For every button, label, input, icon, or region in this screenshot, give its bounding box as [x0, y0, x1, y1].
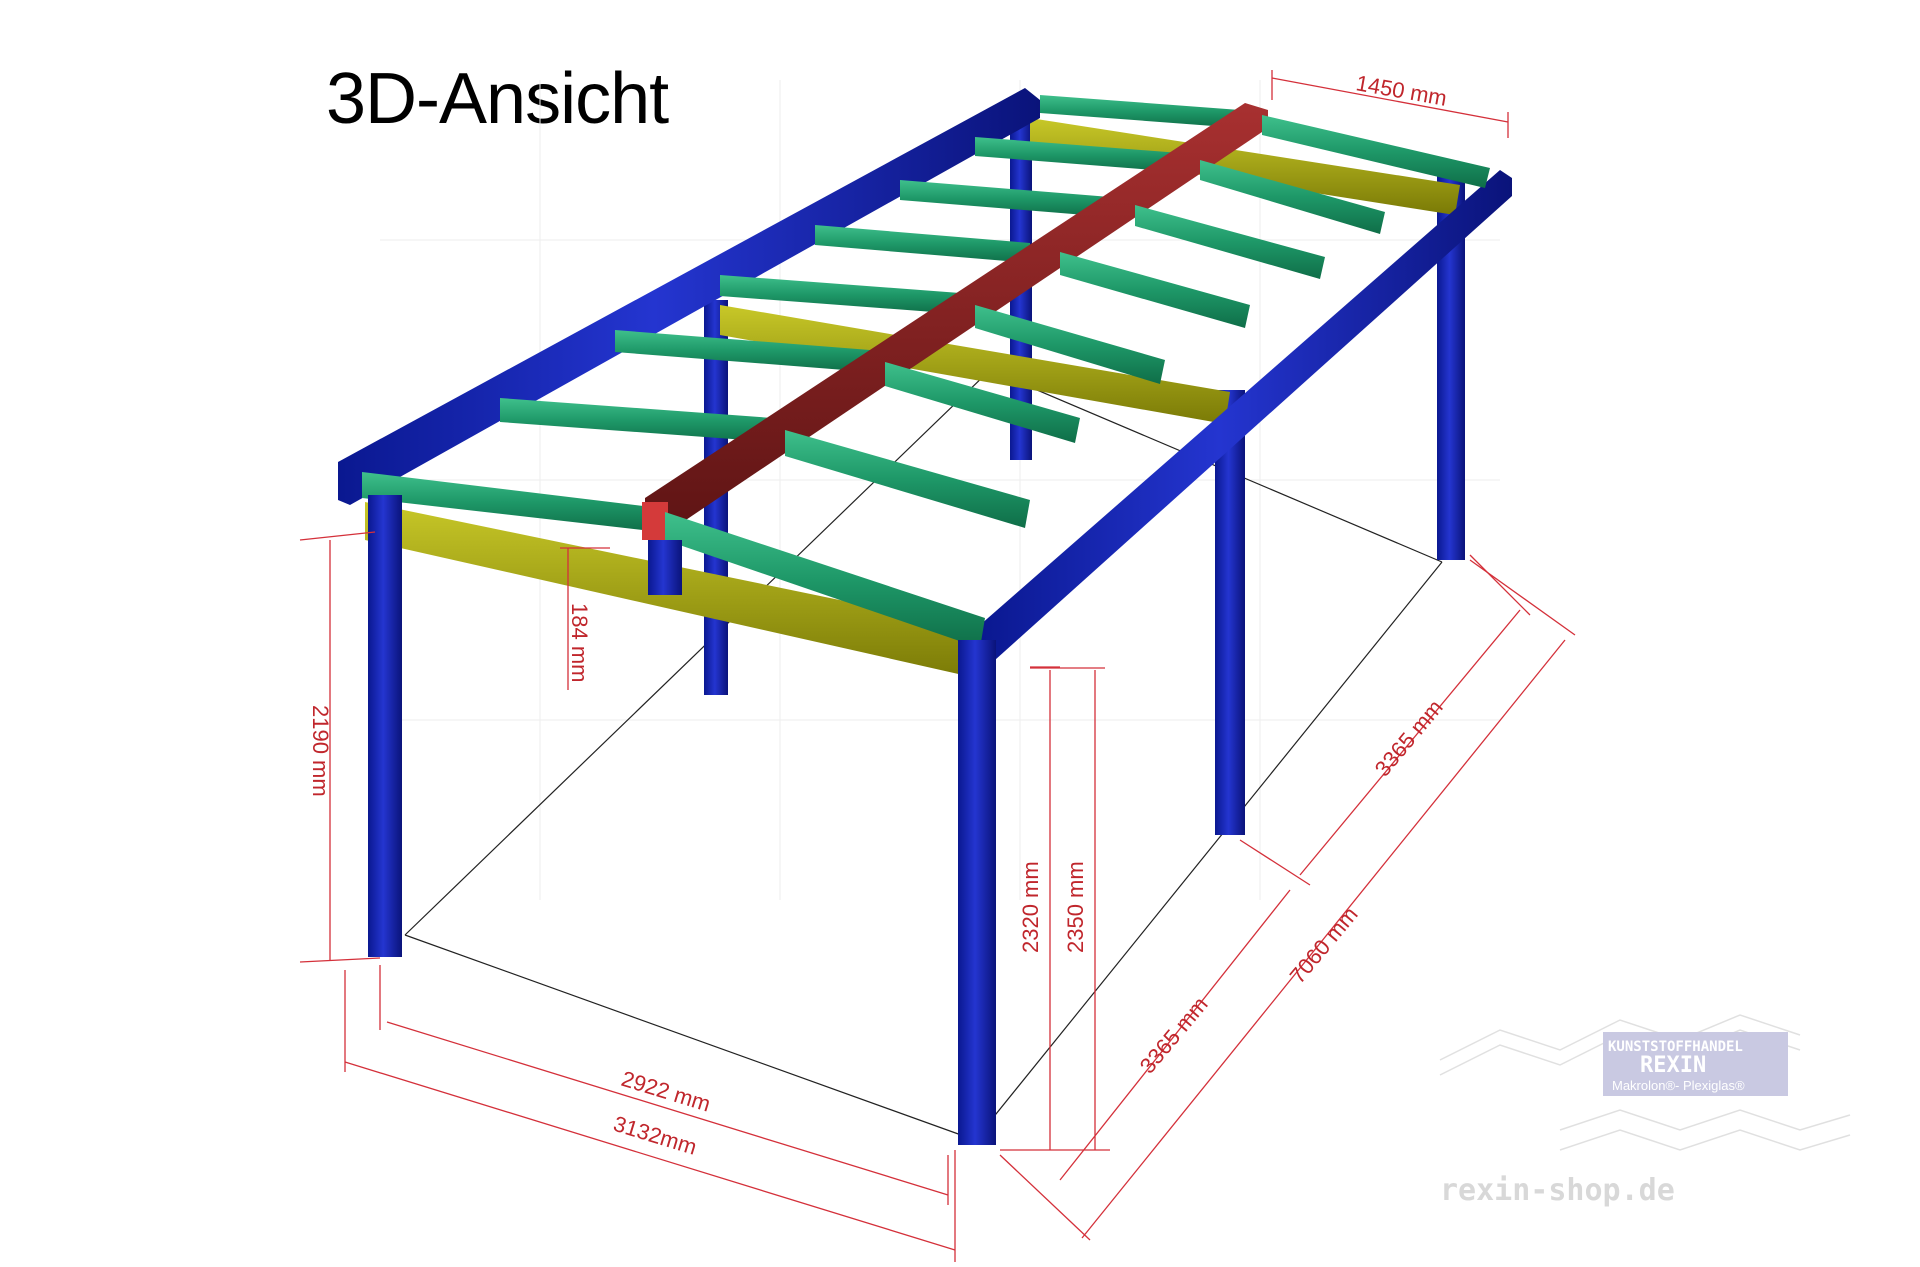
- dim-outer-width: 3132mm: [611, 1111, 700, 1160]
- dim-span-rear: 3365 mm: [1370, 695, 1448, 781]
- dim-inner-width: 2922 mm: [619, 1066, 714, 1117]
- dim-total-length: 7060 mm: [1285, 902, 1363, 988]
- logo-line-2: REXIN: [1640, 1053, 1706, 1078]
- dim-span-front: 3365 mm: [1135, 992, 1213, 1078]
- crossbeam-middle: [720, 305, 1230, 424]
- page-title: 3D-Ansicht: [326, 59, 669, 139]
- ridge-end-cap: [642, 502, 668, 540]
- logo-url: rexin-shop.de: [1440, 1173, 1675, 1208]
- post-front-left: [368, 495, 402, 957]
- post-front-inner: [648, 540, 682, 595]
- dim-ridge-width: 1450 mm: [1354, 70, 1449, 111]
- side-beam-right: [980, 170, 1512, 660]
- rexin-logo: KUNSTSTOFFHANDEL REXIN Makrolon®- Plexig…: [1439, 1014, 1851, 1208]
- dim-height-left: 2190 mm: [308, 705, 333, 797]
- ridge-beam: [645, 103, 1268, 532]
- dimension-lines: [299, 70, 1576, 1262]
- dim-height-2320: 2320 mm: [1018, 861, 1043, 953]
- rafters-right: [665, 115, 1490, 648]
- crossbeam-rear: [1030, 118, 1460, 215]
- dim-height-2350: 2350 mm: [1063, 861, 1088, 953]
- post-front-right: [958, 640, 996, 1145]
- dim-beam-height: 184 mm: [567, 603, 592, 682]
- post-mid-right: [1215, 390, 1245, 835]
- rafters-left: [362, 95, 1240, 532]
- logo-line-1: KUNSTSTOFFHANDEL: [1608, 1039, 1743, 1055]
- logo-line-3: Makrolon®- Plexiglas®: [1612, 1078, 1745, 1093]
